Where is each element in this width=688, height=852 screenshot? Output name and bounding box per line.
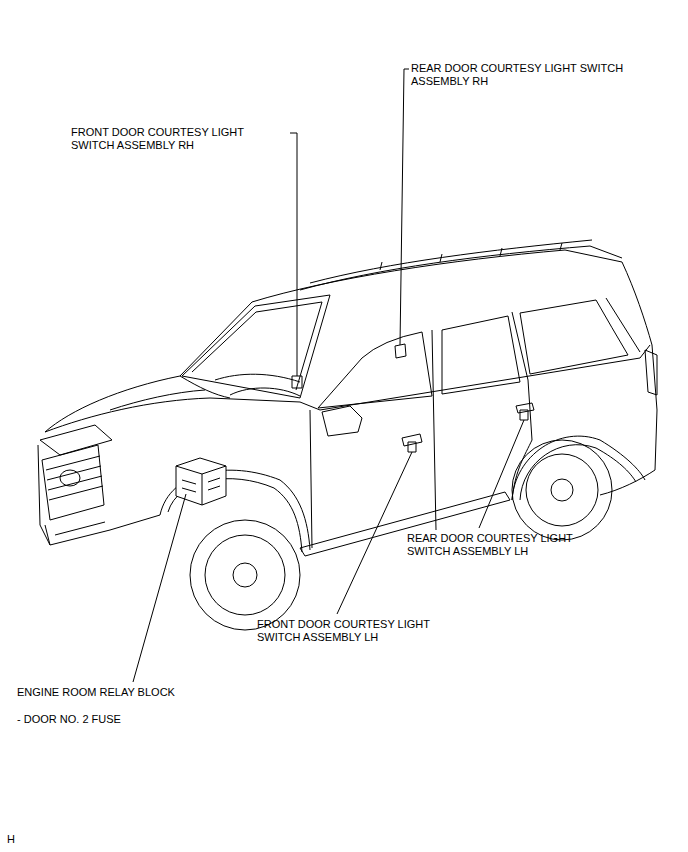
part-label: FRONT DOOR COURTESY LIGHT SWITCH ASSEMBL… bbox=[257, 618, 462, 644]
figure-code: H bbox=[7, 833, 15, 846]
fuse-label: - DOOR NO. 2 FUSE bbox=[17, 713, 121, 726]
part-label: FRONT DOOR COURTESY LIGHT SWITCH ASSEMBL… bbox=[71, 126, 276, 152]
part-label: REAR DOOR COURTESY LIGHT SWITCH ASSEMBLY… bbox=[407, 532, 607, 558]
part-label: ENGINE ROOM RELAY BLOCK bbox=[17, 686, 175, 699]
part-label: REAR DOOR COURTESY LIGHT SWITCH ASSEMBLY… bbox=[411, 62, 651, 88]
